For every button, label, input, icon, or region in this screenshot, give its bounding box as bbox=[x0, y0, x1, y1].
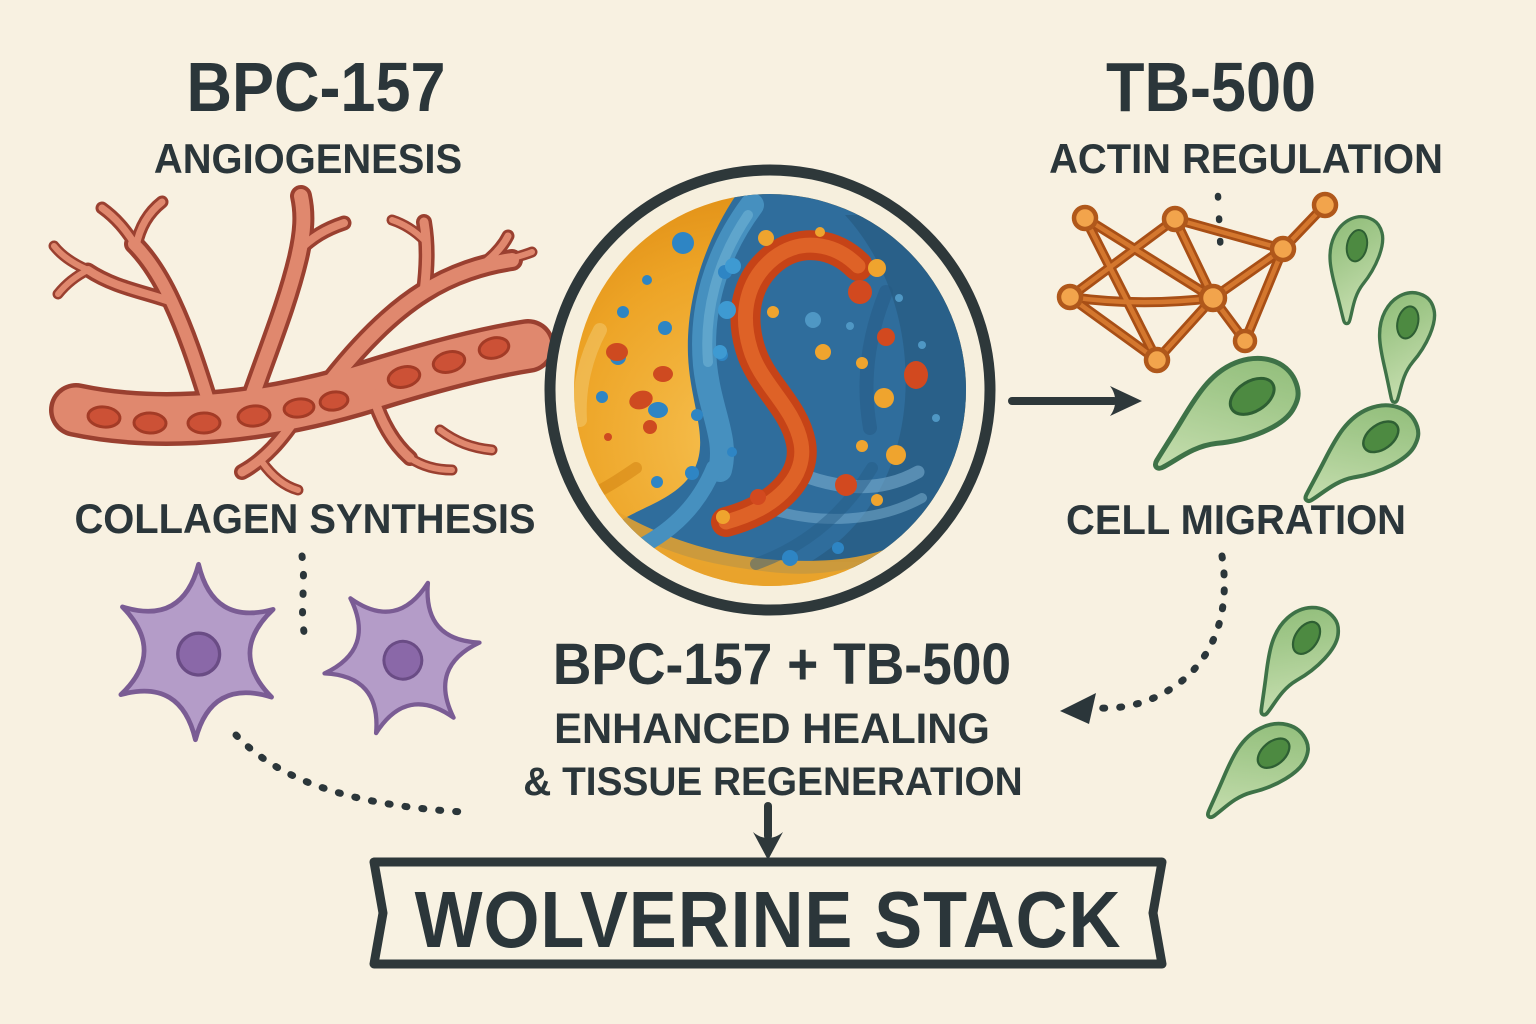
right-curve-arrowhead bbox=[1060, 693, 1096, 724]
red-dots-right bbox=[750, 280, 928, 505]
blood-vessel-illustration bbox=[48, 185, 555, 496]
small-blue-dots bbox=[805, 294, 940, 422]
benefit-line-2: & TISSUE REGENERATION bbox=[523, 760, 1023, 804]
cell-migration-label: CELL MIGRATION bbox=[1066, 496, 1406, 543]
blood-cells bbox=[86, 336, 511, 435]
right-dotted-curve bbox=[1096, 552, 1228, 712]
collagen-dotted-line bbox=[298, 552, 308, 636]
left-dotted-curve bbox=[232, 731, 468, 816]
tb500-title: TB-500 bbox=[1105, 48, 1317, 126]
ribbon-dots bbox=[713, 258, 741, 359]
arrow-down bbox=[753, 802, 783, 860]
petri-dish-swirl-illustration bbox=[544, 164, 996, 616]
red-dots-left bbox=[604, 343, 673, 441]
actin-nodes bbox=[1056, 191, 1339, 374]
arrow-right bbox=[1008, 386, 1142, 416]
banner-label: WOLVERINE STACK bbox=[414, 875, 1122, 964]
dotted-connectors bbox=[232, 192, 1228, 816]
collagen-synthesis-label: COLLAGEN SYNTHESIS bbox=[74, 495, 536, 542]
fibroblast-cells-illustration bbox=[109, 557, 499, 760]
banner-ribbon bbox=[369, 857, 1167, 969]
bpc157-title: BPC-157 bbox=[186, 48, 446, 126]
yellow-dots bbox=[716, 227, 906, 524]
angiogenesis-label: ANGIOGENESIS bbox=[153, 135, 463, 182]
actin-network-illustration bbox=[1056, 191, 1339, 374]
benefit-line-1: ENHANCED HEALING bbox=[554, 705, 990, 753]
actin-regulation-label: ACTIN REGULATION bbox=[1049, 135, 1443, 182]
combination-title: BPC-157 + TB-500 bbox=[552, 632, 1012, 697]
blue-dots bbox=[596, 232, 844, 566]
